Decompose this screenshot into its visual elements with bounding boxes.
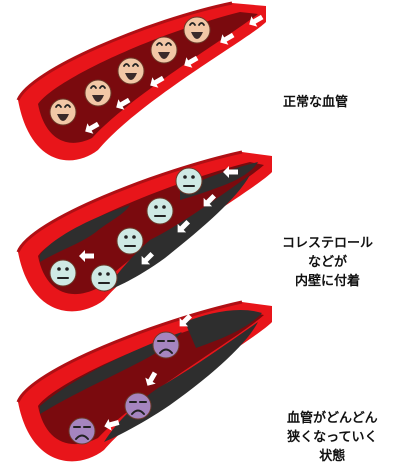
panel-normal-vessel [16, 1, 266, 161]
blood-cell [49, 98, 77, 126]
blood-cell [146, 197, 174, 225]
caption-line: 血管がどんどん [287, 411, 378, 426]
blood-cell [84, 79, 112, 107]
blood-cell [183, 16, 211, 44]
blood-cell [117, 57, 145, 85]
caption-line: などが [308, 255, 348, 270]
caption-narrowing-vessel: 血管がどんどん 狭くなっていく 状態 [287, 409, 378, 466]
caption-normal-vessel: 正常な血管 [283, 93, 348, 112]
caption-line: コレステロール [282, 236, 374, 251]
panel-cholesterol-vessel [16, 150, 272, 312]
plaque-deposit [180, 162, 258, 200]
vessel-rim [16, 300, 243, 403]
plaque-deposit [185, 309, 262, 348]
caption-cholesterol-vessel: コレステロール などが 内壁に付着 [282, 234, 373, 291]
blood-cell [124, 392, 152, 420]
vessel-rim [16, 1, 233, 101]
panel-narrowing-vessel [16, 300, 272, 462]
caption-line: 狭くなっていく [287, 430, 378, 445]
blood-cell [49, 259, 77, 287]
vessel-rim [16, 150, 243, 253]
plaque-deposit [40, 205, 130, 262]
vessel-lumen [38, 162, 264, 295]
blood-cell [68, 417, 96, 445]
caption-line: 正常な血管 [283, 95, 349, 110]
blood-cell [116, 227, 144, 255]
plaque-deposit [40, 332, 182, 414]
blood-cell [150, 36, 178, 64]
blood-cell [175, 167, 203, 195]
plaque-deposit [104, 175, 250, 292]
caption-line: 状態 [319, 449, 346, 464]
vessel-lumen [38, 12, 258, 143]
blood-cell [90, 264, 118, 292]
caption-line: 内壁に付着 [295, 274, 361, 289]
blood-cell [152, 331, 180, 359]
